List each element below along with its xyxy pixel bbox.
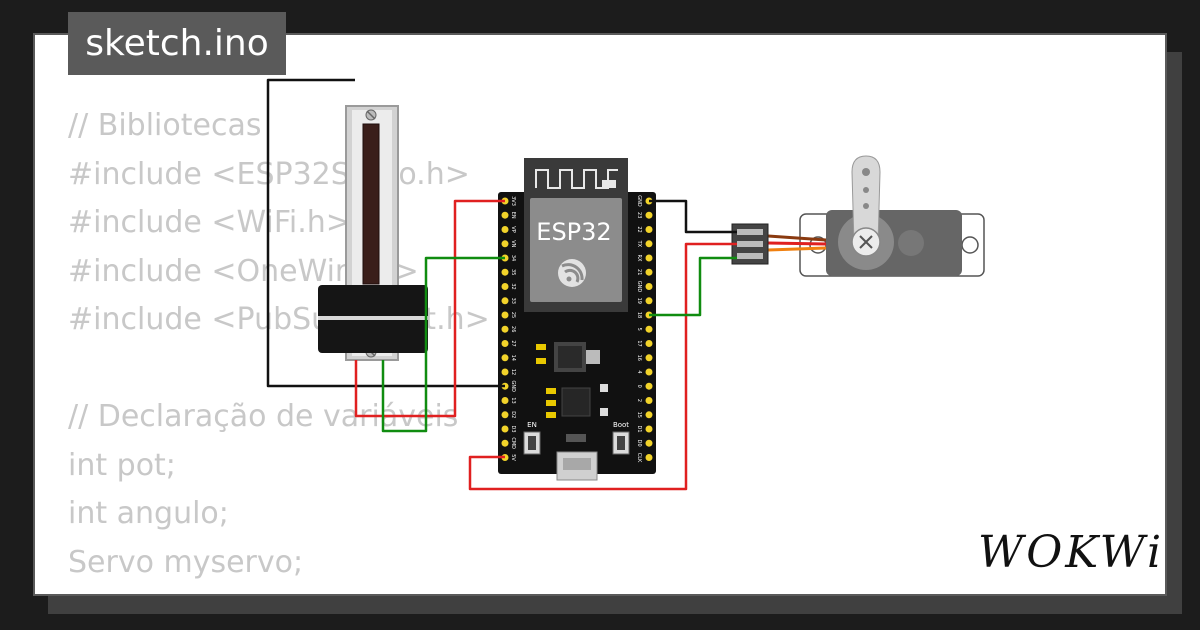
pin-label: VP <box>510 226 516 232</box>
button-label-en: EN <box>527 421 537 429</box>
pin-label: 14 <box>510 355 516 361</box>
right-pin-header <box>645 197 653 461</box>
pin-label: 19 <box>636 298 642 304</box>
filename-tab: sketch.ino <box>68 12 286 75</box>
pin-label: 3V3 <box>510 196 516 206</box>
pin-label: RX <box>636 255 642 262</box>
pin-label: CLK <box>636 453 642 463</box>
pin-label: D2 <box>510 411 516 418</box>
pin-label: D3 <box>510 425 516 432</box>
chip-logo-icon <box>558 259 586 287</box>
wire-black-gnd-servo[interactable] <box>649 199 737 234</box>
pin-label: 4 <box>636 370 642 373</box>
pin-label: 23 <box>636 212 642 218</box>
pin-label: 12 <box>510 369 516 375</box>
pin-label: 0 <box>636 385 642 388</box>
wire-green-34-pot[interactable] <box>381 256 505 433</box>
pin-label: 27 <box>510 340 516 346</box>
pin-label: D0 <box>636 440 642 447</box>
pin-label: 2 <box>636 399 642 402</box>
pin-label: 32 <box>510 283 516 289</box>
wokwi-logo: WOKWi <box>978 527 1165 578</box>
pin-label: 15 <box>636 412 642 418</box>
code-preview: // Bibliotecas #include <ESP32Servo.h> #… <box>68 102 490 587</box>
pin-label: 35 <box>510 269 516 275</box>
left-pin-labels: 3V3 EN VP VN 34 35 32 33 25 26 27 14 12 … <box>510 196 516 461</box>
pin-label: GND <box>636 195 642 207</box>
pin-label: 17 <box>636 340 642 346</box>
servo-motor[interactable] <box>731 155 985 277</box>
pin-label: 22 <box>636 226 642 232</box>
pin-label: 21 <box>636 269 642 275</box>
slide-potentiometer[interactable] <box>318 105 428 361</box>
chip-label: ESP32 <box>536 218 611 246</box>
pin-label: 5 <box>636 328 642 331</box>
wire-red-3v3-pot[interactable] <box>354 199 505 418</box>
pin-label: CMD <box>510 437 516 449</box>
wire-black-gnd-pot[interactable] <box>266 78 505 388</box>
code-line: int pot; <box>68 447 176 483</box>
pin-label: 26 <box>510 326 516 332</box>
pin-label: GND <box>636 281 642 293</box>
pin-label: 34 <box>510 255 516 261</box>
pin-label: 33 <box>510 298 516 304</box>
pin-label: GND <box>510 380 516 392</box>
right-pin-labels: GND 23 22 TX RX 21 GND 19 18 5 17 16 4 0… <box>636 195 642 463</box>
code-line: int angulo; <box>68 496 229 531</box>
pin-label: 5V <box>510 454 516 461</box>
pin-label: D1 <box>636 425 642 432</box>
button-label-boot: Boot <box>613 421 629 429</box>
pin-label: 25 <box>510 312 516 318</box>
code-line: Servo myservo; <box>68 544 304 580</box>
code-line: #include <ESP32Servo.h> <box>68 156 470 192</box>
code-line: // Bibliotecas <box>68 108 262 143</box>
code-line: #include <WiFi.h> <box>68 205 351 240</box>
pin-label: VN <box>510 240 516 247</box>
pin-label: 16 <box>636 355 642 361</box>
wire-red-5v-servo[interactable] <box>468 242 737 491</box>
pin-label: 13 <box>510 397 516 403</box>
wire-green-18-servo[interactable] <box>649 256 737 317</box>
pin-label: 18 <box>636 312 642 318</box>
pin-label: EN <box>510 212 516 219</box>
pin-label: TX <box>636 240 642 248</box>
esp32-board[interactable]: ESP32 EN Boot <box>498 158 656 481</box>
